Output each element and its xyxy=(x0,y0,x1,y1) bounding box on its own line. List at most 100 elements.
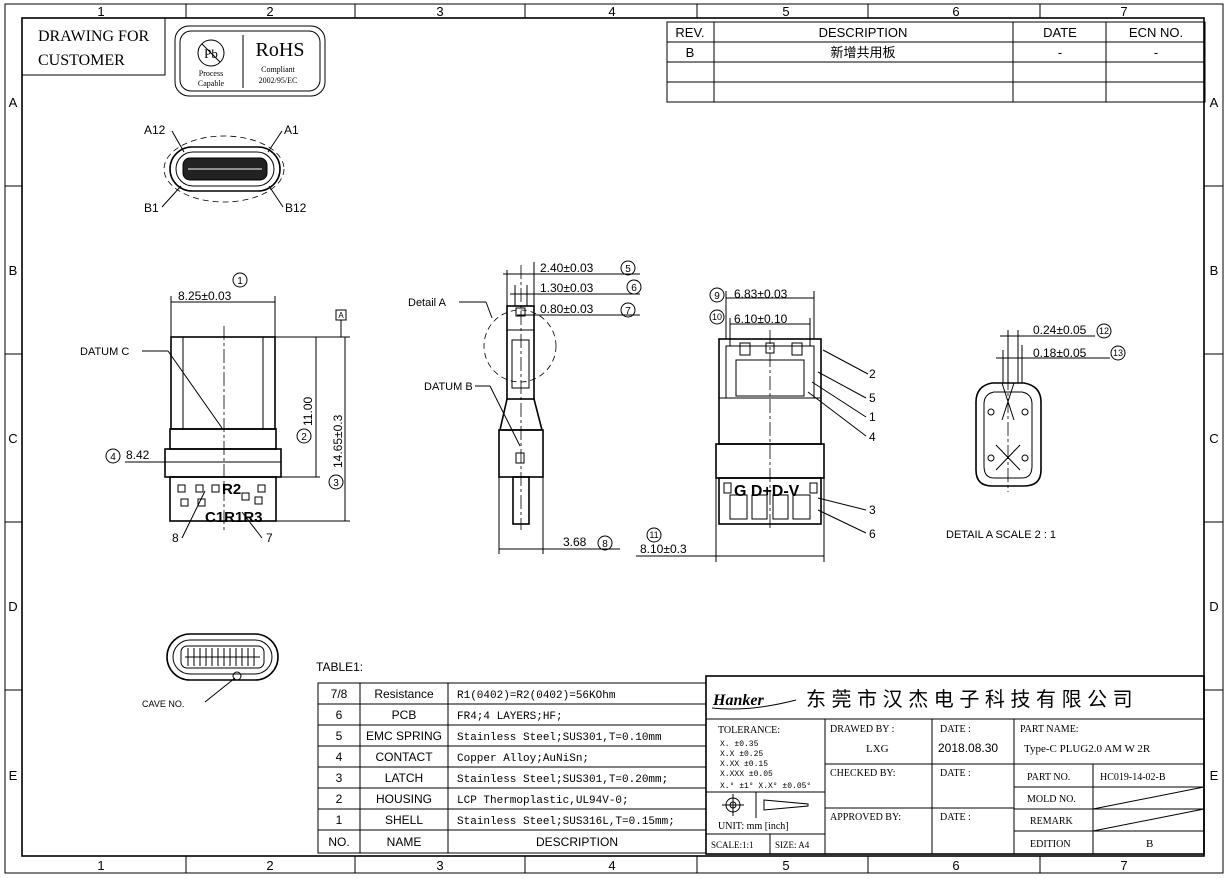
part-no-label: PART NO. xyxy=(1027,772,1070,783)
bom-row-name: CONTACT xyxy=(375,750,433,764)
bom-header-desc: DESCRIPTION xyxy=(536,835,618,849)
pin-label-b12: B12 xyxy=(285,201,307,215)
revision-table: REV. DESCRIPTION DATE ECN NO. B 新增共用板 - … xyxy=(666,21,1206,103)
bottom-view: G D+D-V 9 6.83±0.03 10 6.10±0.10 11 8.10… xyxy=(636,287,876,562)
col-label-top: 4 xyxy=(608,4,615,19)
row-label-left: C xyxy=(8,431,17,446)
part-no-value: HC019-14-02-B xyxy=(1100,772,1166,783)
bom-row-desc: Copper Alloy;AuNiSn; xyxy=(457,753,589,765)
balloon-10-num: 10 xyxy=(712,312,722,322)
row-label-right: C xyxy=(1209,431,1218,446)
balloon-8-dim-num: 8 xyxy=(602,539,608,550)
col-label-top: 5 xyxy=(782,4,789,19)
col-label-top: 6 xyxy=(952,4,959,19)
drawn-date-label: DATE : xyxy=(940,724,971,735)
company-name: 东 莞 市 汉 杰 电 子 科 技 有 限 公 司 xyxy=(806,688,1133,711)
drawing-for-customer-box: DRAWING FOR CUSTOMER xyxy=(21,17,166,76)
balloon-9 xyxy=(709,287,725,303)
balloon-13-num: 13 xyxy=(1113,348,1123,358)
bom-row-no: 2 xyxy=(336,792,343,806)
bom-header-name: NAME xyxy=(387,835,422,849)
part-name-value: Type-C PLUG2.0 AM W 2R xyxy=(1024,743,1151,755)
dim-2-text: 11.00 xyxy=(301,397,315,426)
balloon-7-dim-num: 7 xyxy=(625,306,631,317)
detail-a-caption: DETAIL A SCALE 2 : 1 xyxy=(946,529,1056,541)
balloon-2 xyxy=(296,428,312,444)
bom-row-no: 4 xyxy=(336,750,343,764)
ecn-header: ECN NO. xyxy=(1129,25,1183,40)
part-name-label: PART NAME: xyxy=(1020,724,1079,735)
row-label-right: A xyxy=(1210,95,1219,110)
col-label-bottom: 4 xyxy=(608,858,615,873)
bom-row-desc: FR4;4 LAYERS;HF; xyxy=(457,711,563,723)
bom-header-no: NO. xyxy=(328,835,349,849)
balloon-11-num: 11 xyxy=(649,530,658,540)
balloon-13 xyxy=(1110,345,1126,361)
datum-b-label: DATUM B xyxy=(424,381,473,393)
approved-by-label: APPROVED BY: xyxy=(830,812,901,823)
bom-row-desc: Stainless Steel;SUS316L,T=0.15mm; xyxy=(457,816,675,828)
drawn-date-value: 2018.08.30 xyxy=(938,741,998,755)
rohs-badge: Pb Process Capable RoHS Compliant 2002/9… xyxy=(174,25,326,97)
approved-date-label: DATE : xyxy=(940,812,971,823)
pin-label-a12: A12 xyxy=(144,123,166,137)
pad-text-c1r1r3: C1R1R3 xyxy=(205,509,263,526)
row-label-right: D xyxy=(1209,599,1218,614)
col-label-top: 3 xyxy=(436,4,443,19)
dim-13-text: 0.18±0.05 xyxy=(1033,346,1087,360)
col-label-bottom: 7 xyxy=(1120,858,1127,873)
rev-ecn: - xyxy=(1154,45,1158,60)
drawn-by-label: DRAWED BY : xyxy=(830,724,894,735)
row-label-left: E xyxy=(9,768,18,783)
rev-value: B xyxy=(686,45,695,60)
pb-icon xyxy=(197,39,225,67)
rohs-caption-2: 2002/95/EC xyxy=(259,76,298,85)
date-header: DATE xyxy=(1043,25,1077,40)
dim-5-text: 2.40±0.03 xyxy=(540,261,594,275)
balloon-5-part: 5 xyxy=(869,391,876,405)
balloon-2-part: 2 xyxy=(869,367,876,381)
size-label: SIZE: A4 xyxy=(775,840,810,850)
row-label-right: E xyxy=(1210,768,1219,783)
balloon-5 xyxy=(620,260,636,276)
col-label-top: 7 xyxy=(1120,4,1127,19)
drawing-for-line2: CUSTOMER xyxy=(38,52,125,69)
balloon-11 xyxy=(646,527,662,543)
tolerance-row: X. ±0.35 xyxy=(720,740,759,749)
balloon-6 xyxy=(626,279,642,295)
col-label-bottom: 2 xyxy=(266,858,273,873)
bom-row-name: HOUSING xyxy=(376,792,432,806)
balloon-9-num: 9 xyxy=(714,291,720,302)
row-label-left: A xyxy=(9,95,18,110)
description-header: DESCRIPTION xyxy=(819,25,908,40)
detail-a-view: 0.24±0.05 12 0.18±0.05 13 DETAIL A SCALE… xyxy=(946,323,1126,541)
bom-row-desc: LCP Thermoplastic,UL94V-0; xyxy=(457,795,629,807)
balloon-4-num: 4 xyxy=(110,452,116,463)
rev-description: 新增共用板 xyxy=(830,45,895,60)
bom-row-name: Resistance xyxy=(374,687,434,701)
edition-value: B xyxy=(1146,838,1153,850)
bom-row-name: EMC SPRING xyxy=(366,729,442,743)
pad-text-r2: R2 xyxy=(222,481,241,498)
bom-row-desc: Stainless Steel;SUS301,T=0.20mm; xyxy=(457,774,668,786)
tolerance-row: X.XXX ±0.05 xyxy=(720,770,773,779)
front-face-view: A12 A1 B1 B12 xyxy=(144,123,307,215)
balloon-6-num: 6 xyxy=(631,283,637,294)
dim-12-text: 0.24±0.05 xyxy=(1033,323,1087,337)
col-label-bottom: 3 xyxy=(436,858,443,873)
inner-frame xyxy=(21,17,1205,857)
balloon-4 xyxy=(105,448,121,464)
drawing-for-line1: DRAWING FOR xyxy=(38,28,149,45)
pb-symbol: Pb xyxy=(204,46,218,61)
col-label-top: 1 xyxy=(97,4,104,19)
bom-row-no: 5 xyxy=(336,729,343,743)
drawn-by-value: LXG xyxy=(866,743,889,755)
checked-by-label: CHECKED BY: xyxy=(830,768,895,779)
bom-row-desc: R1(0402)=R2(0402)=56KOhm xyxy=(457,690,616,702)
datum-a-symbol: A xyxy=(338,311,344,320)
title-block: Hanker 东 莞 市 汉 杰 电 子 科 技 有 限 公 司 TOLERAN… xyxy=(705,675,1205,855)
tolerance-row: X.XX ±0.15 xyxy=(720,760,768,769)
outer-border xyxy=(4,3,1224,874)
bom-table: TABLE1: 7/8 Resistance R1(0402)=R2(0402)… xyxy=(316,660,707,854)
balloon-4-part: 4 xyxy=(869,430,876,444)
